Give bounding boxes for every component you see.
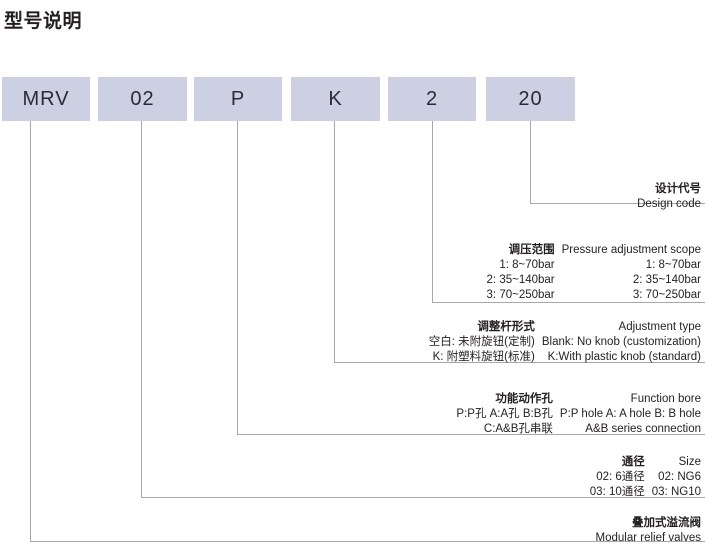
adjustment-en-line-1: Blank: No knob (customization) [541, 336, 701, 348]
leader-vline-1 [30, 121, 31, 542]
label-block-pressure-adjustment-scope: 调压范围 1: 8~70bar 2: 35~140bar 3: 70~250ba… [487, 243, 701, 303]
leader-vline-3 [237, 121, 238, 435]
page-title: 型号说明 [4, 11, 83, 32]
design-code-en-head: Design code [637, 198, 701, 210]
leader-vline-2 [141, 121, 142, 498]
adjustment-cn-head: 调整杆形式 [477, 321, 535, 333]
pressure-cn-head: 调压范围 [508, 244, 555, 256]
adjustment-en-line-2: K:With plastic knob (standard) [547, 351, 701, 363]
design-code-en-column: Design code [637, 197, 701, 212]
function-bore-cn-line-2: C:A&B孔串联 [483, 423, 553, 435]
adjustment-cn-line-2: K: 附塑料旋钮(标准) [432, 351, 535, 363]
function-bore-en-column: Function bore P:P hole A: A hole B: B ho… [560, 392, 701, 437]
leader-hline-4 [334, 362, 705, 363]
leader-vline-5 [432, 121, 433, 303]
product-name-cn-column: 叠加式溢流阀 Modular relief valves [596, 516, 701, 546]
pressure-en-head: Pressure adjustment scope [561, 244, 701, 256]
code-box-4[interactable]: K [291, 77, 380, 121]
adjustment-cn-line-1: 空白: 未附旋钮(定制) [428, 336, 535, 348]
product-name-cn-head: 叠加式溢流阀 [632, 517, 701, 529]
leader-vline-6 [530, 121, 531, 204]
label-block-function-bore: 功能动作孔 P:P孔 A:A孔 B:B孔 C:A&B孔串联 Function b… [456, 392, 701, 437]
pressure-cn-line-1: 1: 8~70bar [499, 259, 555, 271]
function-bore-cn-head: 功能动作孔 [495, 393, 553, 405]
pressure-en-line-1: 1: 8~70bar [645, 259, 701, 271]
code-box-2[interactable]: 02 [98, 77, 187, 121]
label-block-size: 通径 02: 6通径 03: 10通径 Size 02: NG6 03: NG1… [590, 455, 701, 500]
adjustment-en-head: Adjustment type [618, 321, 701, 333]
leader-hline-6 [530, 203, 705, 204]
product-name-en-head: Modular relief valves [595, 532, 701, 544]
pressure-en-line-3: 3: 70~250bar [632, 289, 701, 301]
pressure-cn-line-2: 2: 35~140bar [486, 274, 555, 286]
pressure-cn-line-3: 3: 70~250bar [486, 289, 555, 301]
function-bore-en-line-1: P:P hole A: A hole B: B hole [559, 408, 701, 420]
size-cn-line-1: 02: 6通径 [596, 471, 645, 483]
size-en-line-1: 02: NG6 [658, 471, 701, 483]
code-box-3[interactable]: P [194, 77, 282, 121]
function-bore-en-line-2: A&B series connection [585, 423, 701, 435]
size-en-line-2: 03: NG10 [651, 486, 701, 498]
function-bore-en-head: Function bore [630, 393, 701, 405]
label-block-design-code: 设计代号 [655, 182, 701, 197]
design-code-cn-column: 设计代号 [655, 182, 701, 197]
label-block-adjustment-type: 调整杆形式 空白: 未附旋钮(定制) K: 附塑料旋钮(标准) Adjustme… [429, 320, 701, 365]
pressure-en-column: Pressure adjustment scope 1: 8~70bar 2: … [562, 243, 701, 303]
function-bore-cn-line-1: P:P孔 A:A孔 B:B孔 [456, 408, 553, 420]
design-code-cn-head: 设计代号 [655, 183, 701, 195]
function-bore-cn-column: 功能动作孔 P:P孔 A:A孔 B:B孔 C:A&B孔串联 [456, 392, 553, 437]
code-box-6[interactable]: 20 [486, 77, 575, 121]
leader-hline-5 [432, 302, 705, 303]
size-cn-column: 通径 02: 6通径 03: 10通径 [590, 455, 645, 500]
adjustment-en-column: Adjustment type Blank: No knob (customiz… [542, 320, 701, 365]
code-box-5[interactable]: 2 [388, 77, 476, 121]
label-block-product-name: 叠加式溢流阀 Modular relief valves [596, 516, 701, 546]
size-en-column: Size 02: NG6 03: NG10 [652, 455, 701, 500]
pressure-en-line-2: 2: 35~140bar [632, 274, 701, 286]
label-block-design-code-en: Design code [637, 197, 701, 212]
leader-hline-3 [237, 434, 705, 435]
adjustment-cn-column: 调整杆形式 空白: 未附旋钮(定制) K: 附塑料旋钮(标准) [429, 320, 535, 365]
code-box-1[interactable]: MRV [2, 77, 90, 121]
leader-hline-2 [141, 497, 705, 498]
pressure-cn-column: 调压范围 1: 8~70bar 2: 35~140bar 3: 70~250ba… [487, 243, 555, 303]
size-cn-line-2: 03: 10通径 [589, 486, 645, 498]
size-cn-head: 通径 [621, 456, 645, 468]
leader-hline-1 [30, 541, 705, 542]
size-en-head: Size [678, 456, 701, 468]
leader-vline-4 [334, 121, 335, 363]
